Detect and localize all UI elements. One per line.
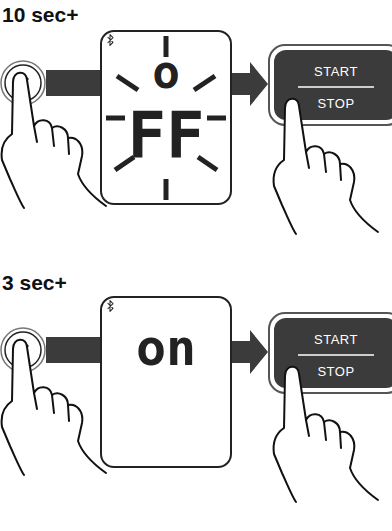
button-ring	[1, 328, 45, 372]
pressing-hand	[274, 367, 378, 502]
start-stop-button: START STOP	[268, 44, 392, 126]
blink-ray	[164, 36, 169, 57]
hands	[2, 73, 378, 502]
display-readout: o	[102, 49, 230, 95]
bluetooth-icon	[108, 301, 113, 312]
block-arrow	[232, 62, 268, 106]
hand-outline	[274, 99, 378, 234]
pressing-hand	[274, 99, 378, 234]
button-face	[5, 332, 41, 368]
button-ring	[1, 61, 45, 105]
blink-ray	[106, 116, 125, 121]
hold-duration: 3 sec+	[2, 272, 67, 293]
blink-ray	[115, 157, 134, 170]
knuckle-lines	[306, 420, 341, 448]
display-readout: FF	[102, 103, 230, 167]
bluetooth-symbols	[19, 35, 113, 359]
hold-duration: 10 sec+	[2, 4, 79, 25]
connector-layer	[46, 62, 268, 374]
knuckle-lines	[34, 393, 69, 421]
pressing-hand	[2, 73, 106, 208]
display-readout: on	[102, 323, 230, 373]
block-arrow	[46, 70, 100, 96]
pressing-hand	[2, 340, 106, 475]
blink-ray	[198, 157, 217, 170]
blink-ray	[164, 179, 169, 200]
hand-outline	[274, 367, 378, 502]
hand-outline	[2, 340, 106, 475]
button-face	[274, 318, 392, 388]
block-arrow	[232, 330, 268, 374]
button-body	[268, 312, 392, 394]
hand-outline	[2, 73, 106, 208]
bluetooth-symbol	[19, 341, 28, 359]
label-divider	[298, 354, 374, 356]
button-outline	[0, 60, 46, 106]
button-ring	[269, 313, 392, 393]
blink-ray	[194, 76, 215, 90]
bluetooth-symbol	[19, 74, 28, 92]
bluetooth-button: 10 sec+	[0, 60, 46, 106]
button-face	[274, 50, 392, 120]
button-face	[5, 65, 41, 101]
bluetooth-icon	[108, 35, 113, 46]
button-label: STOP	[268, 365, 392, 378]
block-arrow	[46, 337, 100, 363]
button-body	[268, 44, 392, 126]
button-ring	[269, 45, 392, 125]
knuckle-lines	[34, 126, 69, 154]
blink-ray	[207, 116, 226, 121]
bluetooth-button: 3 sec+	[0, 327, 46, 373]
blink-ray	[117, 76, 138, 90]
button-label: START	[268, 333, 392, 346]
button-label: STOP	[268, 97, 392, 110]
label-divider	[298, 86, 374, 88]
blink-rays	[106, 36, 226, 200]
lcd-display: oFF	[100, 30, 232, 205]
button-label: START	[268, 65, 392, 78]
lcd-display: on	[100, 296, 232, 468]
start-stop-button: START STOP	[268, 312, 392, 394]
knuckle-lines	[306, 152, 341, 180]
button-outline	[0, 327, 46, 373]
